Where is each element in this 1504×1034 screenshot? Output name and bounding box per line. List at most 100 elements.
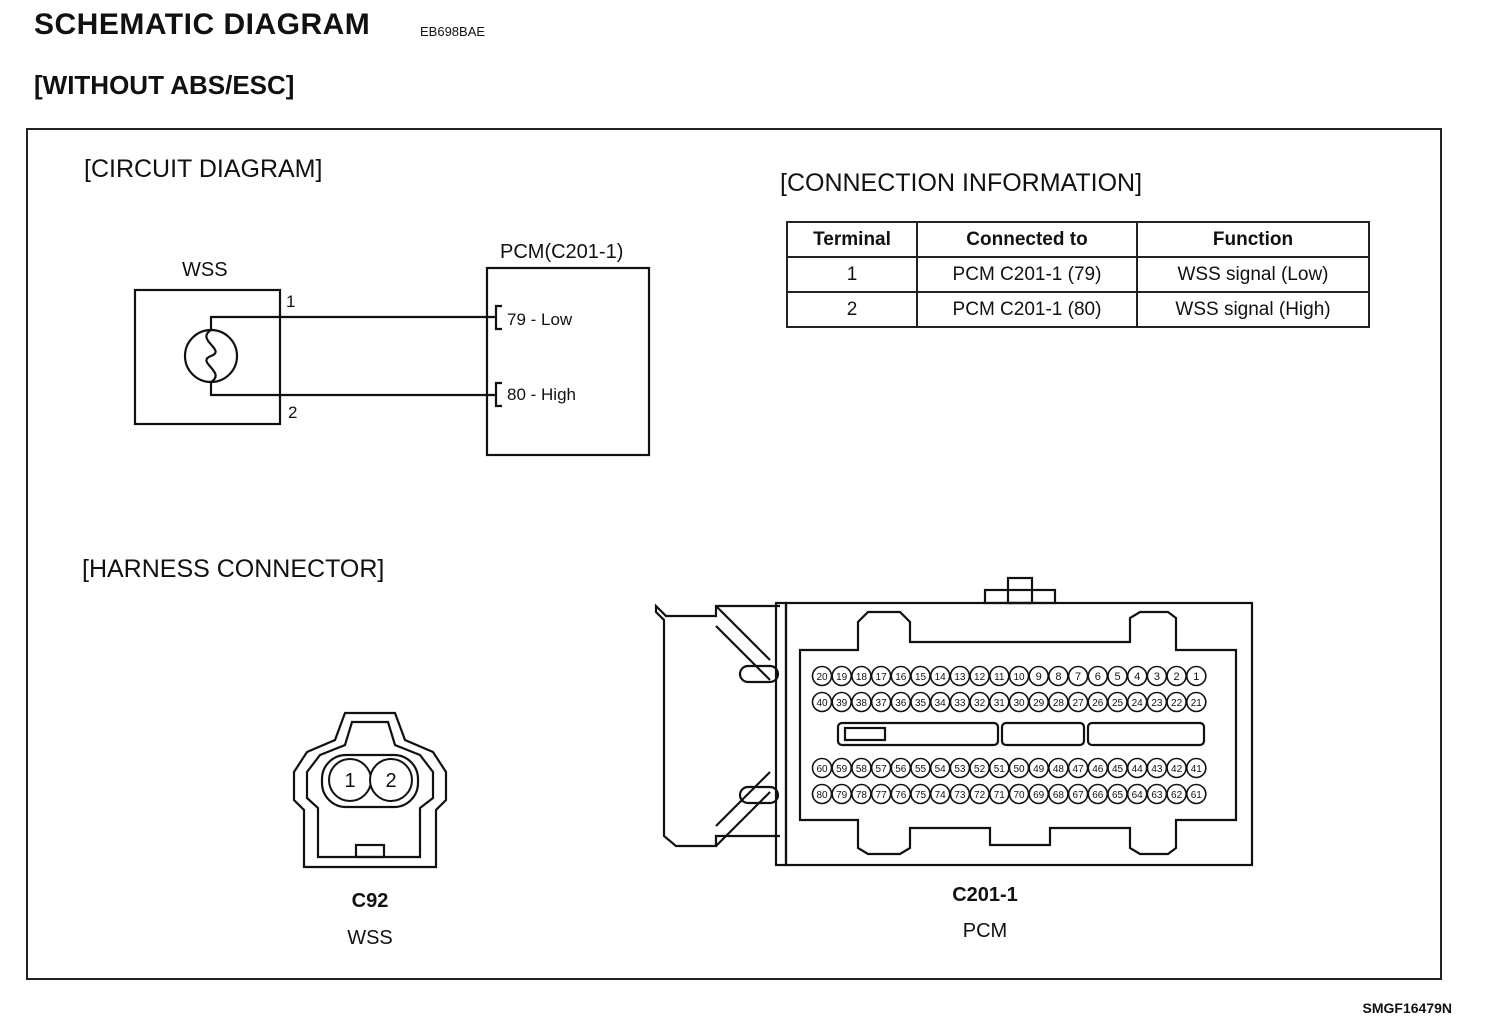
table-cell: 2 [786, 291, 918, 328]
c201-pin-label: 73 [954, 790, 966, 801]
column-header: Connected to [916, 221, 1138, 258]
table-cell: PCM C201-1 (79) [916, 256, 1138, 293]
c201-pin-label: 79 [836, 790, 848, 801]
c201-pin-label: 78 [856, 790, 868, 801]
c201-keyway-1 [836, 721, 1000, 747]
c201-pin-label: 11 [994, 672, 1005, 683]
c201-pin-label: 46 [1092, 764, 1104, 775]
c201-pin-label: 71 [994, 790, 1006, 801]
c201-pin-41 [1186, 757, 1207, 779]
terminal-bracket-high [494, 381, 502, 408]
c201-pin-label: 23 [1151, 698, 1163, 709]
table-cell: WSS signal (High) [1136, 291, 1370, 328]
c92-housing [292, 711, 448, 869]
c201-pin-label: 33 [954, 698, 966, 709]
c201-pin-label: 7 [1075, 671, 1081, 683]
c201-pin-label: 15 [915, 672, 927, 683]
c201-pin-label: 56 [895, 764, 907, 775]
terminal-bracket-low [494, 304, 502, 331]
c201-pin-label: 26 [1092, 698, 1104, 709]
c201-pin-label: 44 [1132, 764, 1144, 775]
c201-pin-label: 59 [836, 764, 848, 775]
page-subtitle: [WITHOUT ABS/ESC] [34, 70, 295, 100]
c201-pin-label: 1 [1193, 671, 1199, 683]
c201-pin-label: 30 [1013, 698, 1025, 709]
c201-connector-name: PCM [962, 920, 1008, 942]
table-row: 1 PCM C201-1 (79) WSS signal (Low) [786, 256, 1370, 293]
c201-pin-label: 53 [954, 764, 966, 775]
c201-pin-label: 70 [1013, 790, 1025, 801]
c201-pin-label: 14 [935, 672, 947, 683]
c201-pin-label: 51 [994, 764, 1006, 775]
column-header: Function [1136, 221, 1370, 258]
wss-label: WSS [182, 259, 228, 281]
c201-pin-label: 4 [1134, 671, 1140, 683]
wss-sensor-box [133, 288, 282, 426]
pcm-label: PCM(C201-1) [500, 241, 623, 263]
c201-lever [654, 603, 780, 848]
c92-pin-cavity [320, 753, 420, 809]
c201-pin-label: 58 [856, 764, 868, 775]
c201-pin-21 [1186, 691, 1207, 713]
page-title: SCHEMATIC DIAGRAM [34, 8, 371, 41]
c201-pin-label: 52 [974, 764, 986, 775]
pin-2-label: 2 [288, 403, 297, 422]
c201-pin-label: 27 [1073, 698, 1085, 709]
c201-pin-label: 25 [1112, 698, 1124, 709]
diagram-frame [26, 128, 1442, 980]
table-cell: WSS signal (Low) [1136, 256, 1370, 293]
document-code: EB698BAE [420, 24, 486, 39]
c201-pin-label: 17 [876, 672, 888, 683]
c201-pin-label: 13 [954, 672, 966, 683]
table-cell: PCM C201-1 (80) [916, 291, 1138, 328]
c92-connector-id: C92 [351, 890, 389, 912]
c201-pin-label: 55 [915, 764, 927, 775]
c201-pin-label: 3 [1154, 671, 1160, 683]
c201-keyway-insert [843, 726, 887, 742]
harness-connector-heading: [HARNESS CONNECTOR] [82, 555, 385, 583]
c201-pin-61 [1186, 783, 1207, 805]
c201-pin-label: 8 [1055, 671, 1061, 683]
c201-pin-label: 61 [1191, 790, 1203, 801]
c201-pin-1 [1186, 665, 1207, 687]
c201-pin-label: 76 [895, 790, 907, 801]
c201-pin-label: 22 [1171, 698, 1183, 709]
terminal-80-label: 80 - High [507, 385, 576, 404]
c92-housing-inner [305, 720, 435, 859]
c201-pin-label: 49 [1033, 764, 1045, 775]
c201-lever-arms [715, 605, 771, 847]
c201-top-base [983, 588, 1057, 605]
c201-pin-label: 16 [895, 672, 907, 683]
c201-pin-label: 66 [1092, 790, 1104, 801]
c201-pin-label: 36 [895, 698, 907, 709]
c201-connector-id: C201-1 [952, 884, 1018, 906]
sensor-wave-icon [205, 329, 217, 383]
c201-pin-label: 47 [1073, 764, 1085, 775]
figure-code: SMGF16479N [1362, 1000, 1452, 1016]
circuit-diagram-heading: [CIRCUIT DIAGRAM] [84, 155, 323, 183]
c92-latch [354, 843, 386, 859]
c201-pin-label: 74 [935, 790, 947, 801]
c201-pin-label: 12 [974, 672, 986, 683]
c201-inner-shell [798, 610, 1238, 856]
c201-pin-label: 19 [836, 672, 848, 683]
connection-table: Terminal Connected to Function 1 PCM C20… [786, 221, 1370, 328]
c201-pin-label: 18 [856, 672, 868, 683]
c201-pin-label: 45 [1112, 764, 1124, 775]
c92-pin-2 [369, 758, 413, 802]
c201-pin-label: 10 [1013, 672, 1025, 683]
wire-low [209, 315, 496, 330]
connection-info-heading: [CONNECTION INFORMATION] [780, 169, 1143, 197]
c201-pin-label: 42 [1171, 764, 1183, 775]
c201-pin-label: 20 [816, 672, 828, 683]
c201-pin-label: 62 [1171, 790, 1183, 801]
c201-pin-label: 37 [876, 698, 888, 709]
c201-pin-label: 32 [974, 698, 986, 709]
c201-pin-label: 39 [836, 698, 848, 709]
c92-pin-2-label: 2 [385, 770, 396, 792]
c201-pin-label: 75 [915, 790, 927, 801]
c201-pin-label: 5 [1114, 671, 1120, 683]
